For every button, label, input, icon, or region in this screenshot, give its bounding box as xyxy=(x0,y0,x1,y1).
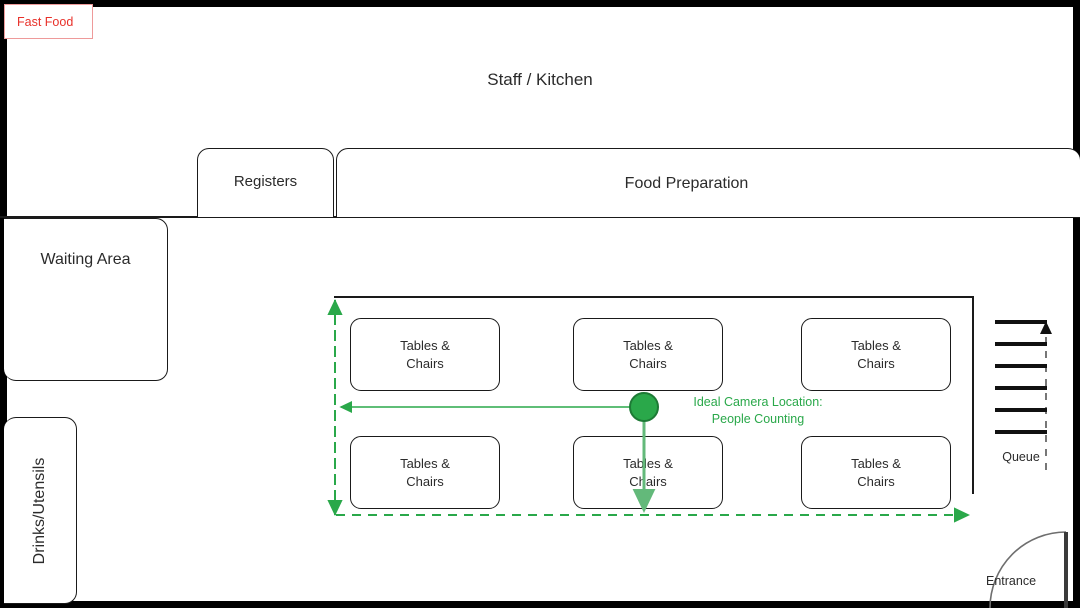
queue-bar xyxy=(995,320,1047,324)
table-row: Tables &Chairs xyxy=(801,436,951,509)
queue-bars xyxy=(995,320,1047,452)
room-registers: Registers xyxy=(197,148,334,218)
table-label-4: Tables &Chairs xyxy=(623,456,673,489)
food-preparation-label: Food Preparation xyxy=(624,175,749,192)
brand-tag: Fast Food xyxy=(4,4,93,39)
entrance-label: Entrance xyxy=(986,574,1037,588)
table-row: Tables &Chairs xyxy=(573,436,723,509)
table-row: Tables &Chairs xyxy=(350,436,500,509)
table-label-3: Tables &Chairs xyxy=(400,456,450,489)
table-row: Tables &Chairs xyxy=(573,318,723,391)
queue-bar xyxy=(995,430,1047,434)
table-label-5: Tables &Chairs xyxy=(851,456,901,489)
queue-bar xyxy=(995,386,1047,390)
table-label-1: Tables &Chairs xyxy=(623,338,673,371)
queue-bar xyxy=(995,408,1047,412)
room-food-preparation: Food Preparation xyxy=(336,148,1080,218)
table-label-0: Tables &Chairs xyxy=(400,338,450,371)
drinks-utensils-label: Drinks/Utensils xyxy=(31,457,48,564)
queue-label: Queue xyxy=(1002,450,1040,464)
camera-location-marker[interactable] xyxy=(629,392,659,422)
dining-area-wall-top xyxy=(334,296,974,298)
room-waiting-area: Waiting Area xyxy=(4,218,168,381)
dining-area-wall-right xyxy=(972,296,974,494)
table-row: Tables &Chairs xyxy=(801,318,951,391)
camera-label-line2: People Counting xyxy=(711,412,805,426)
brand-tag-label: Fast Food xyxy=(17,14,74,29)
queue-bar xyxy=(995,342,1047,346)
queue-bar xyxy=(995,364,1047,368)
table-label-2: Tables &Chairs xyxy=(851,338,901,371)
registers-label: Registers xyxy=(233,173,298,190)
camera-label-line1: Ideal Camera Location: xyxy=(693,395,823,409)
waiting-area-label: Waiting Area xyxy=(40,251,131,268)
room-drinks-utensils: Drinks/Utensils xyxy=(4,417,77,604)
camera-location-label: Ideal Camera Location: People Counting xyxy=(668,394,848,428)
staff-kitchen-label: Staff / Kitchen xyxy=(487,70,593,89)
table-row: Tables &Chairs xyxy=(350,318,500,391)
